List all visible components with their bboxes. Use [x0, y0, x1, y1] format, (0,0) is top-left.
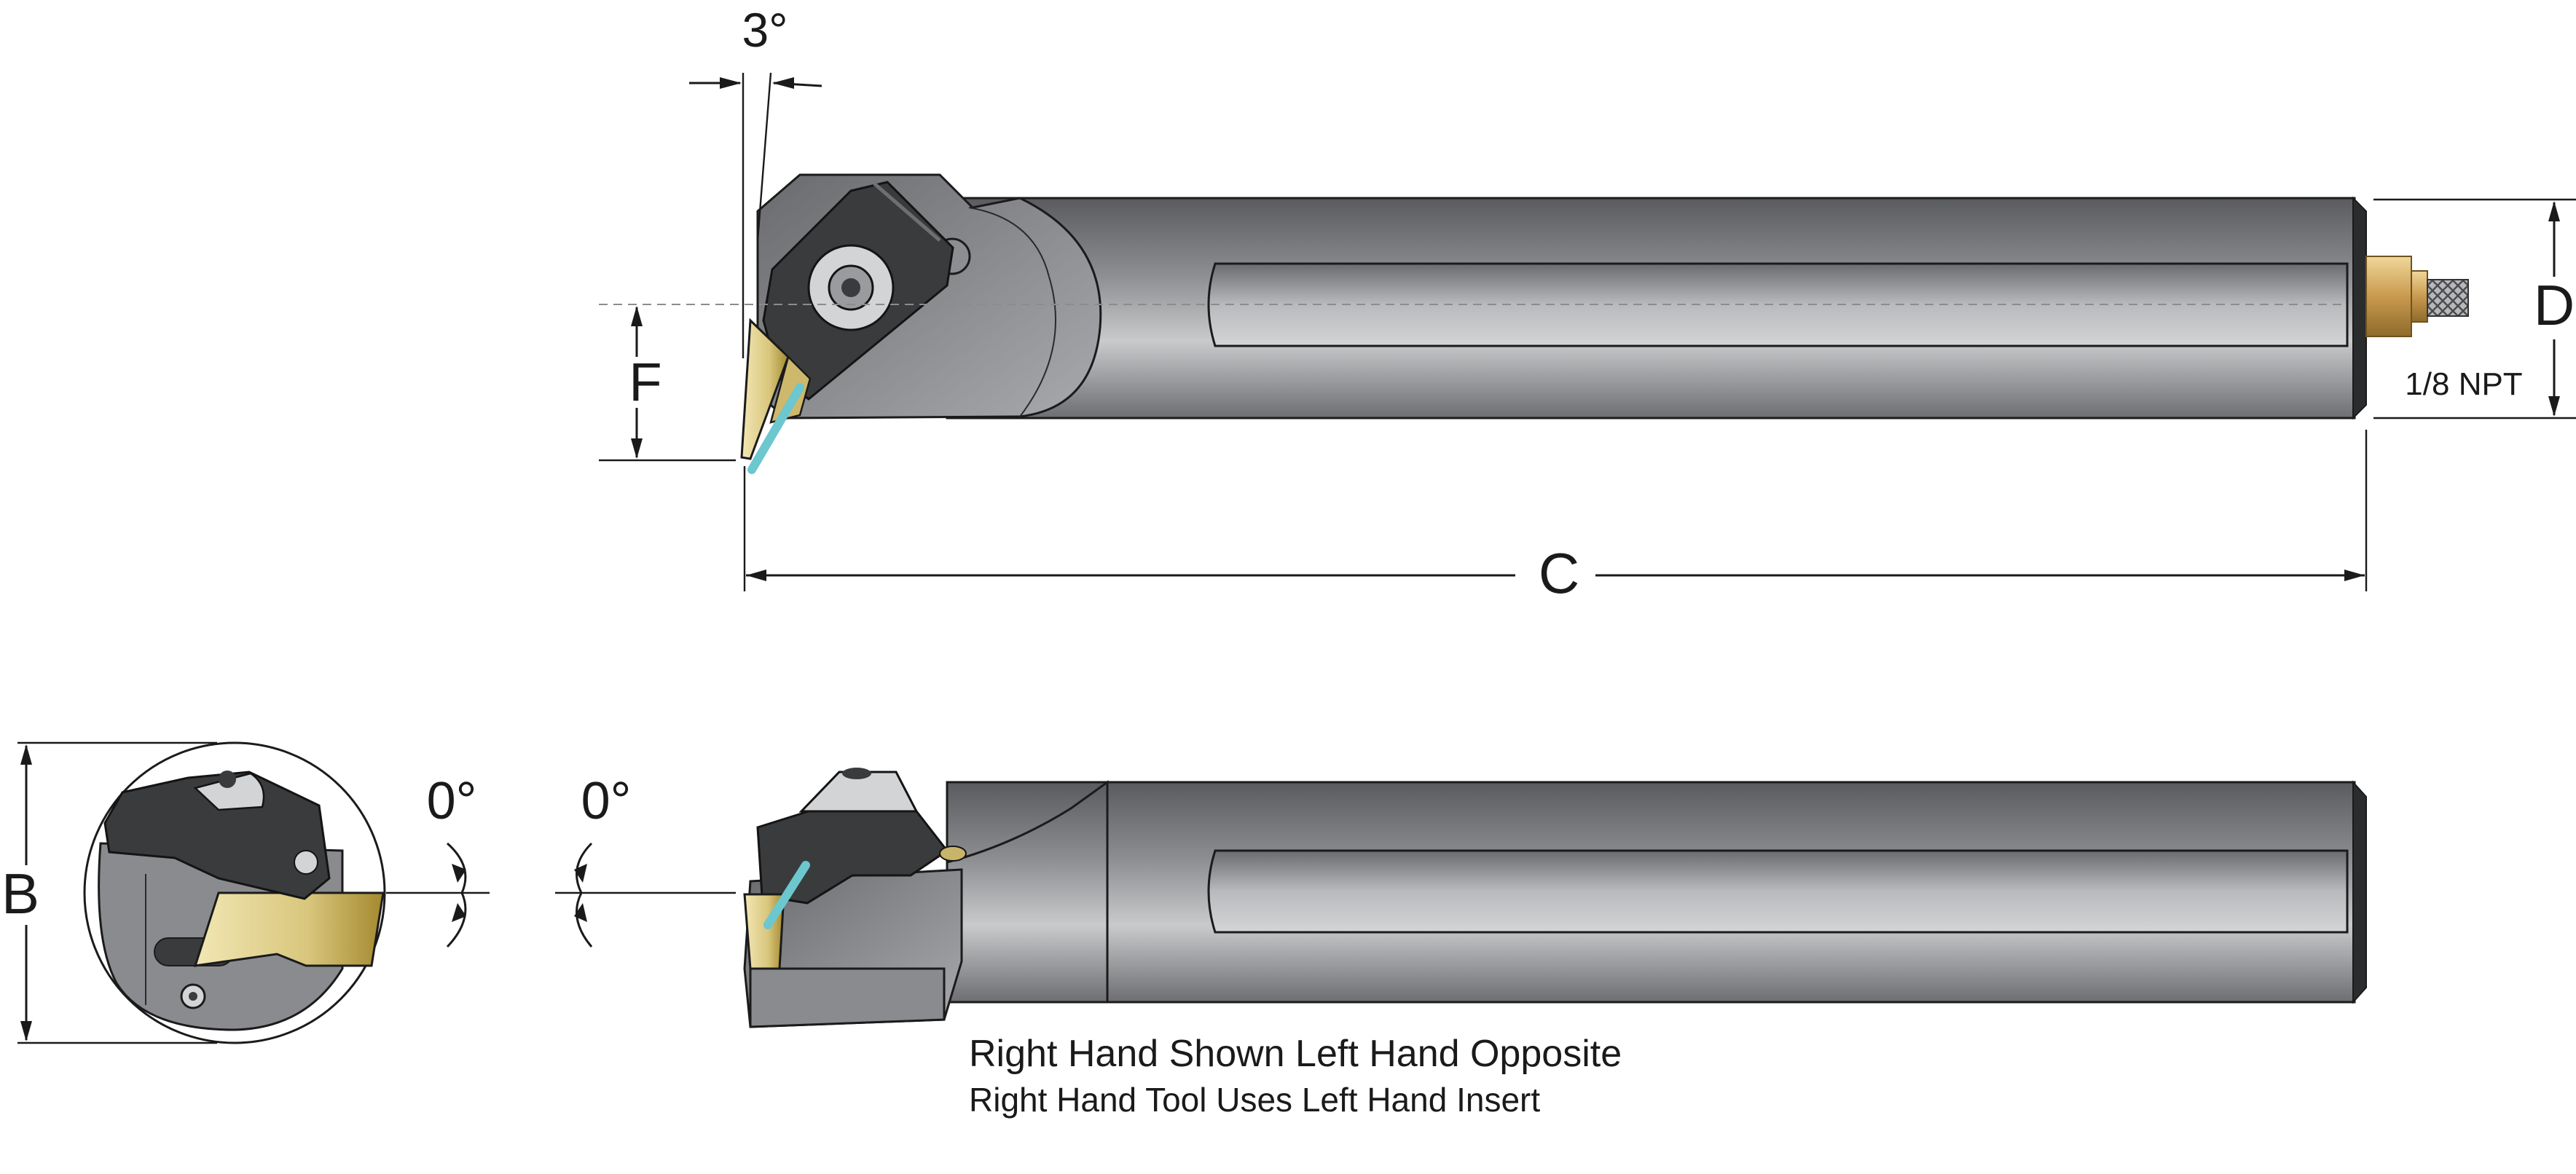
angle-callout-left: 0° — [386, 772, 490, 948]
top-coolant-fitting — [2365, 256, 2412, 337]
side-end-cap — [2352, 780, 2367, 1004]
side-head-base — [749, 967, 946, 1028]
angle-callout-right: 0° — [555, 772, 736, 948]
npt-label: 1/8 NPT — [2405, 366, 2522, 402]
angle-label-left: 0° — [427, 772, 477, 830]
top-shank-flat — [1207, 262, 2349, 347]
side-shank-flat — [1207, 849, 2349, 934]
note-line-2: Right Hand Tool Uses Left Hand Insert — [969, 1081, 1540, 1119]
top-view: 3° F C D — [599, 3, 2576, 605]
top-coolant-stream — [747, 383, 804, 474]
top-insert — [740, 318, 790, 460]
side-view: 0° 0° — [386, 768, 2367, 1028]
side-coolant-stream — [763, 861, 810, 929]
dimension-c: C — [743, 430, 2368, 605]
angle-label-right: 0° — [581, 772, 632, 830]
top-end-cap — [2352, 196, 2367, 420]
dimension-d: D 1/8 NPT — [2373, 198, 2576, 419]
dim-label-c: C — [1539, 541, 1579, 605]
dimension-b: B — [1, 741, 217, 1044]
top-coolant-hose — [2427, 279, 2469, 317]
dim-label-b: B — [1, 862, 39, 926]
angle-callout-top: 3° — [689, 3, 822, 358]
end-view-insert — [193, 891, 385, 967]
dimension-f: F — [599, 306, 736, 462]
side-transition — [946, 780, 1109, 1004]
dim-label-d: D — [2534, 273, 2575, 337]
note-line-1: Right Hand Shown Left Hand Opposite — [969, 1033, 1622, 1075]
end-view: B — [1, 741, 386, 1044]
dim-label-f: F — [629, 352, 661, 412]
angle-label-top: 3° — [742, 3, 788, 57]
